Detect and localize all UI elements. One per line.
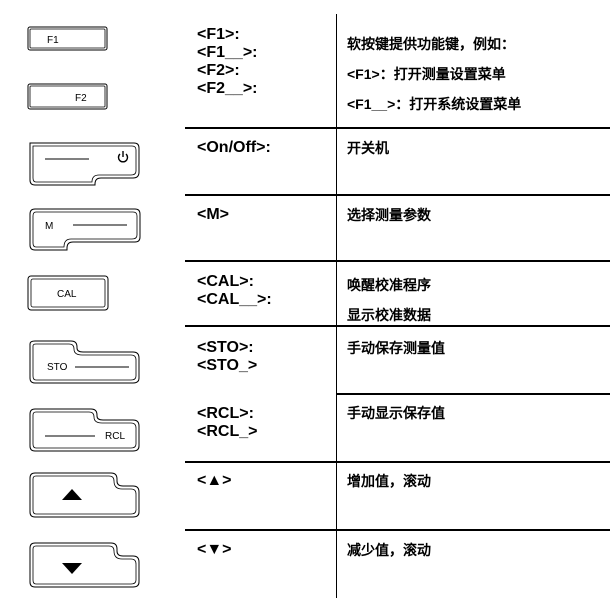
triangle-down-icon	[62, 563, 82, 574]
key-names-down: <▼>	[197, 541, 232, 559]
row-divider	[185, 127, 610, 129]
key-names-m: <M>	[197, 206, 229, 224]
key-names-rcl: <RCL>: <RCL_>	[197, 405, 257, 441]
row-divider	[185, 529, 610, 531]
description: 选择测量参数	[347, 207, 431, 223]
key-name: <F1__>:	[197, 44, 258, 61]
on-off-key[interactable]	[27, 140, 143, 188]
key-name: <M>	[197, 206, 230, 223]
description: 手动保存测量值	[347, 340, 445, 356]
key-name: <F2>:	[197, 62, 240, 79]
description: 唤醒校准程序	[347, 277, 431, 293]
f1-key-label: F1	[47, 35, 59, 46]
key-names-f: <F1>: <F1__>: <F2>: <F2__>:	[197, 26, 257, 98]
column-divider	[336, 14, 337, 598]
description: 软按键提供功能键，例如：	[347, 36, 515, 52]
key-name: <F2__>:	[197, 80, 258, 97]
description: 手动显示保存值	[347, 405, 445, 421]
desc-f: 软按键提供功能键，例如： <F1>：打开测量设置菜单 <F1__>：打开系统设置…	[347, 29, 521, 119]
down-key[interactable]	[27, 540, 143, 590]
description: <F1__>：打开系统设置菜单	[347, 96, 522, 112]
row-divider	[185, 461, 610, 463]
description: 显示校准数据	[347, 307, 431, 323]
row-divider	[185, 194, 610, 196]
sto-key[interactable]: STO	[27, 338, 143, 386]
key-name: <CAL>:	[197, 273, 254, 290]
desc-sto: 手动保存测量值	[347, 339, 445, 357]
row-divider	[185, 260, 610, 262]
description: 减少值，滚动	[347, 542, 431, 558]
up-key[interactable]	[27, 470, 143, 520]
key-names-cal: <CAL>: <CAL__>:	[197, 273, 272, 309]
f2-key-label: F2	[75, 93, 87, 104]
key-name: <▲>	[197, 472, 232, 489]
key-name: <STO_>	[197, 357, 258, 374]
row-divider	[185, 325, 610, 327]
f2-key[interactable]: F2	[27, 83, 109, 111]
desc-onoff: 开关机	[347, 139, 389, 157]
key-name: <▼>	[197, 541, 232, 558]
desc-m: 选择测量参数	[347, 206, 431, 224]
power-icon	[117, 151, 129, 163]
triangle-up-icon	[62, 489, 82, 500]
desc-rcl: 手动显示保存值	[347, 404, 445, 422]
description: <F1>：打开测量设置菜单	[347, 66, 506, 82]
key-names-up: <▲>	[197, 472, 232, 490]
key-name: <On/Off>:	[197, 139, 271, 156]
desc-up: 增加值，滚动	[347, 472, 431, 490]
cal-key-label: CAL	[57, 289, 77, 300]
row-divider	[336, 393, 610, 395]
description: 增加值，滚动	[347, 473, 431, 489]
key-name: <RCL>:	[197, 405, 254, 422]
desc-cal: 唤醒校准程序 显示校准数据	[347, 270, 431, 330]
description: 开关机	[347, 140, 389, 156]
m-key-label: M	[45, 221, 53, 232]
m-key[interactable]: M	[27, 207, 143, 253]
f1-key[interactable]: F1	[27, 26, 109, 52]
key-name: <STO>:	[197, 339, 254, 356]
rcl-key[interactable]: RCL	[27, 406, 143, 454]
desc-down: 减少值，滚动	[347, 541, 431, 559]
rcl-key-label: RCL	[105, 431, 125, 442]
key-name: <RCL_>	[197, 423, 258, 440]
key-names-onoff: <On/Off>:	[197, 139, 271, 157]
cal-key[interactable]: CAL	[27, 275, 111, 313]
key-names-sto: <STO>: <STO_>	[197, 339, 257, 375]
key-name: <CAL__>:	[197, 291, 272, 308]
sto-key-label: STO	[47, 362, 68, 373]
key-name: <F1>:	[197, 26, 240, 43]
